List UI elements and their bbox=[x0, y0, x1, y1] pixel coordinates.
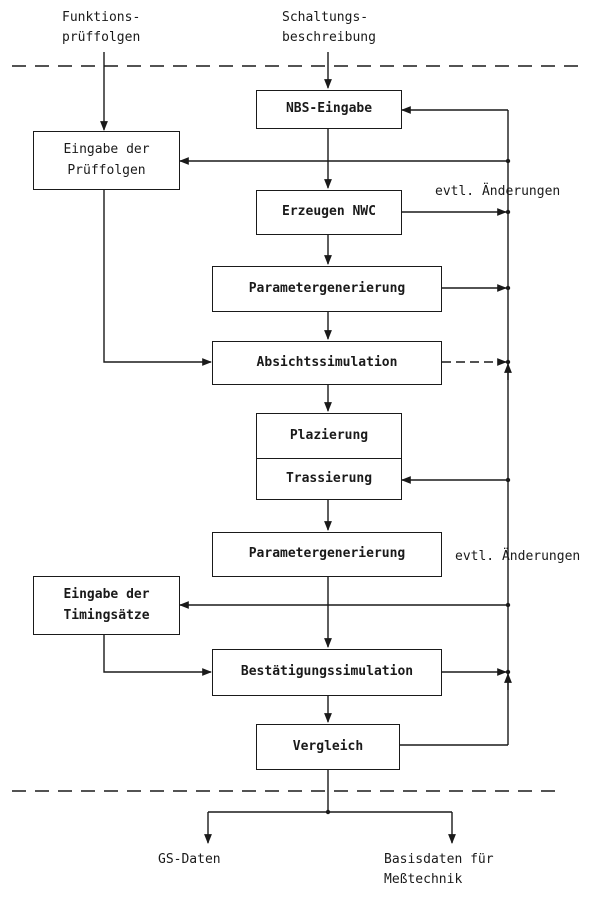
box-absichtssimulation: Absichtssimulation bbox=[212, 341, 442, 385]
box-eingabe-prueffolgen: Eingabe der Prüffolgen bbox=[33, 131, 180, 190]
arrow-prueffolgen-absicht bbox=[103, 190, 212, 366]
box-bestaetigungssimulation: Bestätigungssimulation bbox=[212, 649, 442, 696]
box-eingabe-timingsaetze: Eingabe der Timingsätze bbox=[33, 576, 180, 635]
arrow-timing-bestaetigung bbox=[103, 635, 212, 676]
junction-dot bbox=[505, 359, 511, 365]
junction-dot bbox=[505, 285, 511, 291]
junction-dot bbox=[325, 809, 331, 815]
box-vergleich: Vergleich bbox=[256, 724, 400, 770]
note-aenderungen-2: evtl. Änderungen bbox=[455, 549, 581, 564]
junction-dot bbox=[505, 477, 511, 483]
output-gs-daten: GS-Daten bbox=[158, 852, 221, 867]
box-nbs-eingabe: NBS-Eingabe bbox=[256, 90, 402, 129]
output-basisdaten: Basisdaten für Meßtechnik bbox=[384, 852, 494, 888]
input-funktionsprueffolgen: Funktions- prüffolgen bbox=[62, 10, 141, 46]
box-parametergenerierung-2: Parametergenerierung bbox=[212, 532, 442, 577]
box-parametergenerierung-1: Parametergenerierung bbox=[212, 266, 442, 312]
box-plazierung: Plazierung bbox=[256, 413, 402, 459]
junction-dot bbox=[505, 669, 511, 675]
junction-dot bbox=[505, 158, 511, 164]
box-trassierung: Trassierung bbox=[256, 458, 402, 500]
note-aenderungen-1: evtl. Änderungen bbox=[435, 184, 561, 199]
box-erzeugen-nwc: Erzeugen NWC bbox=[256, 190, 402, 235]
junction-dot bbox=[505, 602, 511, 608]
junction-dot bbox=[505, 209, 511, 215]
input-schaltungsbeschreibung: Schaltungs- beschreibung bbox=[282, 10, 376, 46]
